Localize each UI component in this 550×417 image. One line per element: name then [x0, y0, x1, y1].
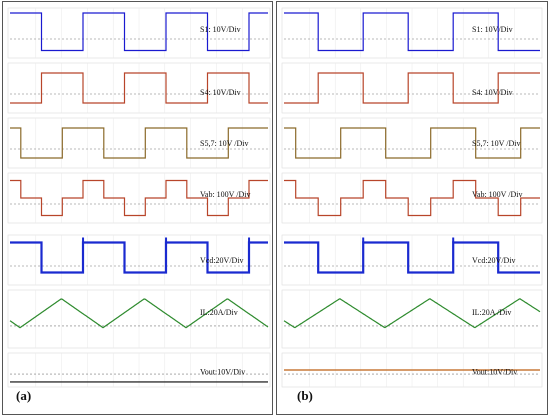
channel-label: S5,7: 10V /Div	[472, 139, 521, 148]
panel-label: (b)	[297, 388, 313, 403]
channel-0: S1: 10V/Div	[281, 7, 543, 59]
channel-1: S4: 10V/Div	[281, 62, 543, 114]
channel-label: Vout:10V/Div	[472, 368, 517, 377]
channel-0: S1: 10V/Div	[7, 7, 271, 59]
channel-label: IL:20A /Div	[472, 308, 511, 317]
channel-label: IL:20A/Div	[200, 308, 238, 317]
channel-2: S5,7: 10V /Div	[7, 117, 271, 169]
waveform-trace	[9, 298, 269, 329]
waveform-trace	[10, 241, 268, 274]
panel-b-frame	[276, 1, 548, 415]
channel-label: S4: 10V/Div	[200, 88, 241, 97]
waveform-trace	[10, 12, 268, 52]
waveform-trace	[10, 179, 268, 217]
channel-4: Vcd:20V/Div	[281, 234, 543, 286]
waveform-trace	[284, 12, 540, 52]
channel-label: Vout:10V/Div	[200, 368, 245, 377]
panel-a-frame	[2, 1, 273, 415]
waveform-trace	[284, 127, 540, 159]
waveform-trace	[10, 72, 268, 104]
channel-5: IL:20A/Div	[7, 289, 271, 349]
panel-label: (a)	[16, 388, 31, 403]
channel-3: Vab: 100V /Div	[281, 172, 543, 224]
channel-6: Vout:10V/Div	[281, 352, 543, 388]
waveform-trace	[10, 127, 268, 159]
waveform-trace	[284, 72, 540, 104]
channel-label: S1: 10V/Div	[472, 25, 513, 34]
channel-2: S5,7: 10V /Div	[281, 117, 543, 169]
waveform-trace	[284, 179, 540, 217]
channel-1: S4: 10V/Div	[7, 62, 271, 114]
channel-label: S1: 10V/Div	[200, 25, 241, 34]
channel-5: IL:20A /Div	[281, 289, 543, 349]
channel-label: Vab: 100V /Div	[472, 190, 523, 199]
channel-label: S4: 10V/Div	[472, 88, 513, 97]
channel-label: Vab: 100V /Div	[200, 190, 251, 199]
channel-label: Vcd:20V/Div	[472, 256, 516, 265]
waveform-trace	[284, 241, 540, 274]
channel-3: Vab: 100V /Div	[7, 172, 271, 224]
channel-label: S5,7: 10V /Div	[200, 139, 249, 148]
channel-label: Vcd:20V/Div	[200, 256, 244, 265]
channel-4: Vcd:20V/Div	[7, 234, 271, 286]
channel-6: Vout:10V/Div	[7, 352, 271, 388]
waveform-trace	[283, 298, 541, 329]
